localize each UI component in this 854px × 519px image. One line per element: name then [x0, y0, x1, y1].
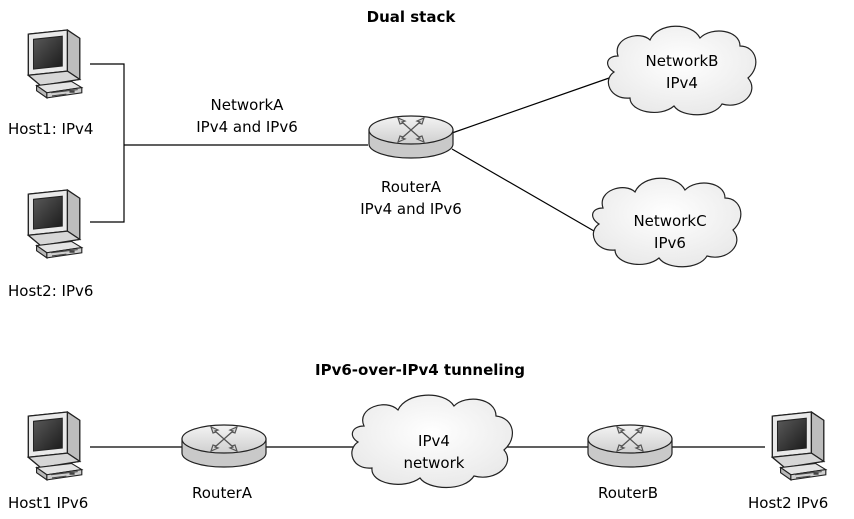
routerA-dual-stack-router-icon	[368, 115, 454, 159]
routerA-name: RouterA	[381, 178, 441, 196]
dual-stack-links	[90, 63, 613, 232]
tunneling-title: IPv6-over-IPv4 tunneling	[315, 361, 525, 379]
ipv4-network-cloud	[351, 394, 513, 488]
networkA-label: NetworkA IPv4 and IPv6	[196, 96, 298, 136]
host1-ipv4-computer-icon	[27, 29, 83, 99]
tunnel-host2-label: Host2 IPv6	[748, 494, 829, 512]
networkC-label: NetworkC IPv6	[633, 212, 706, 252]
routerA-protocol: IPv4 and IPv6	[360, 200, 462, 218]
networkC-name: NetworkC	[633, 212, 707, 230]
tunnel-host2-computer-icon	[771, 411, 827, 481]
ipv4-network-label: IPv4 network	[404, 432, 465, 472]
host1-label: Host1: IPv4	[8, 120, 94, 138]
tunnel-host1-computer-icon	[27, 411, 83, 481]
networkA-name: NetworkA	[210, 96, 284, 114]
host2-label: Host2: IPv6	[8, 282, 94, 300]
dual-stack-title: Dual stack	[366, 8, 456, 26]
networkA-protocol: IPv4 and IPv6	[196, 118, 298, 136]
networkC-protocol: IPv6	[654, 234, 686, 252]
tunnel-routerB-router-icon	[587, 424, 673, 468]
routerA-label: RouterA IPv4 and IPv6	[360, 178, 462, 218]
tunnel-routerA-router-icon	[181, 424, 267, 468]
ipv4-network-line2: network	[403, 454, 465, 472]
ipv4-network-line1: IPv4	[418, 432, 450, 450]
tunnel-host1-label: Host1 IPv6	[8, 494, 89, 512]
networkB-name: NetworkB	[645, 52, 719, 70]
networkB-protocol: IPv4	[666, 74, 698, 92]
tunnel-routerB-label: RouterB	[598, 484, 658, 502]
networkB-cloud	[607, 25, 757, 116]
host2-ipv6-computer-icon	[27, 189, 83, 259]
networkB-label: NetworkB IPv4	[646, 52, 719, 92]
networkC-cloud	[592, 177, 742, 268]
tunnel-routerA-label: RouterA	[192, 484, 252, 502]
